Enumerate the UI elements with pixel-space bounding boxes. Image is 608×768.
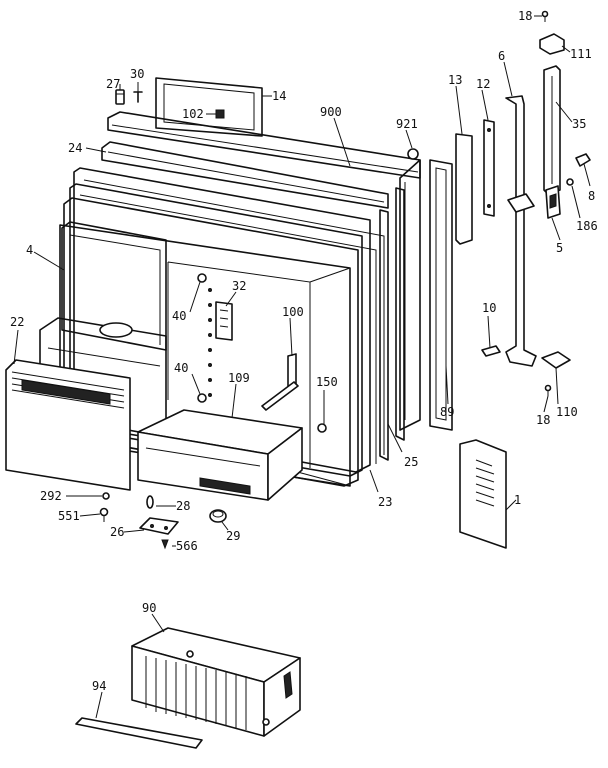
callout-5: 5 — [556, 241, 563, 255]
hinge-cover-35 — [543, 65, 561, 195]
shim-8 — [575, 153, 591, 167]
gasket-89 — [429, 159, 453, 431]
screw-30 — [133, 91, 143, 103]
hinge-5 — [545, 185, 561, 219]
strip-12 — [483, 119, 495, 217]
callout-551: 551 — [58, 509, 80, 523]
crisper-drawer-109 — [137, 409, 303, 501]
basket-90 — [131, 627, 301, 737]
screw-18b — [544, 384, 552, 396]
callout-28: 28 — [176, 499, 190, 513]
freezer-door-22 — [5, 359, 131, 491]
screw-186 — [566, 178, 574, 186]
callout-921: 921 — [396, 117, 418, 131]
callout-8: 8 — [588, 189, 595, 203]
fastener-40a — [197, 273, 207, 283]
callout-labels: 18 111 27 30 14 102 900 921 13 12 6 35 2… — [10, 9, 598, 693]
plate-26 — [139, 517, 179, 535]
leader-lines — [13, 15, 591, 719]
clip-28 — [146, 495, 154, 509]
callout-18: 18 — [518, 9, 532, 23]
rail-holes — [208, 288, 212, 397]
callout-186: 186 — [576, 219, 598, 233]
callout-150: 150 — [316, 375, 338, 389]
door-panel-23 — [379, 209, 389, 461]
fastener-40b — [197, 393, 207, 403]
callout-14: 14 — [272, 89, 286, 103]
callout-18-lower: 18 — [536, 413, 550, 427]
callout-40-upper: 40 — [172, 309, 186, 323]
knob-921 — [407, 148, 419, 160]
screw-150 — [317, 423, 327, 433]
callout-94: 94 — [92, 679, 106, 693]
bracket-100 — [261, 353, 299, 411]
control-32 — [215, 301, 233, 341]
bracket-10 — [481, 345, 501, 357]
callout-32: 32 — [232, 279, 246, 293]
callout-12: 12 — [476, 77, 490, 91]
callout-900: 900 — [320, 105, 342, 119]
callout-13: 13 — [448, 73, 462, 87]
callout-10: 10 — [482, 301, 496, 315]
door-panel-25 — [395, 187, 405, 441]
callout-40-lower: 40 — [174, 361, 188, 375]
trim-strip-94 — [75, 717, 203, 749]
roller-29 — [209, 509, 227, 523]
manual-1 — [459, 439, 507, 549]
hinge-bar-6 — [505, 95, 537, 367]
screw-18a — [541, 10, 549, 22]
screw-566 — [161, 539, 169, 550]
callout-566: 566 — [176, 539, 198, 553]
hinge-110 — [541, 351, 571, 369]
callout-30: 30 — [130, 67, 144, 81]
callout-111: 111 — [570, 47, 592, 61]
callout-1: 1 — [514, 493, 521, 507]
callout-27: 27 — [106, 77, 120, 91]
strip-13 — [455, 133, 473, 245]
screw-292 — [102, 492, 110, 500]
callout-29: 29 — [226, 529, 240, 543]
callout-23: 23 — [378, 495, 392, 509]
clip-102 — [215, 109, 225, 119]
callout-109: 109 — [228, 371, 250, 385]
callout-100: 100 — [282, 305, 304, 319]
callout-6: 6 — [498, 49, 505, 63]
hinge-cap-111 — [539, 33, 565, 55]
panel-strip-24 — [101, 141, 389, 209]
callout-90: 90 — [142, 601, 156, 615]
gasket-frame-14 — [155, 77, 263, 137]
callout-89: 89 — [440, 405, 454, 419]
callout-102: 102 — [182, 107, 204, 121]
plug-27 — [115, 89, 125, 105]
callout-26: 26 — [110, 525, 124, 539]
callout-292: 292 — [40, 489, 62, 503]
callout-4: 4 — [26, 243, 33, 257]
callout-24: 24 — [68, 141, 82, 155]
callout-25: 25 — [404, 455, 418, 469]
callout-35: 35 — [572, 117, 586, 131]
screw-551 — [99, 507, 109, 522]
callout-22: 22 — [10, 315, 24, 329]
callout-110: 110 — [556, 405, 578, 419]
